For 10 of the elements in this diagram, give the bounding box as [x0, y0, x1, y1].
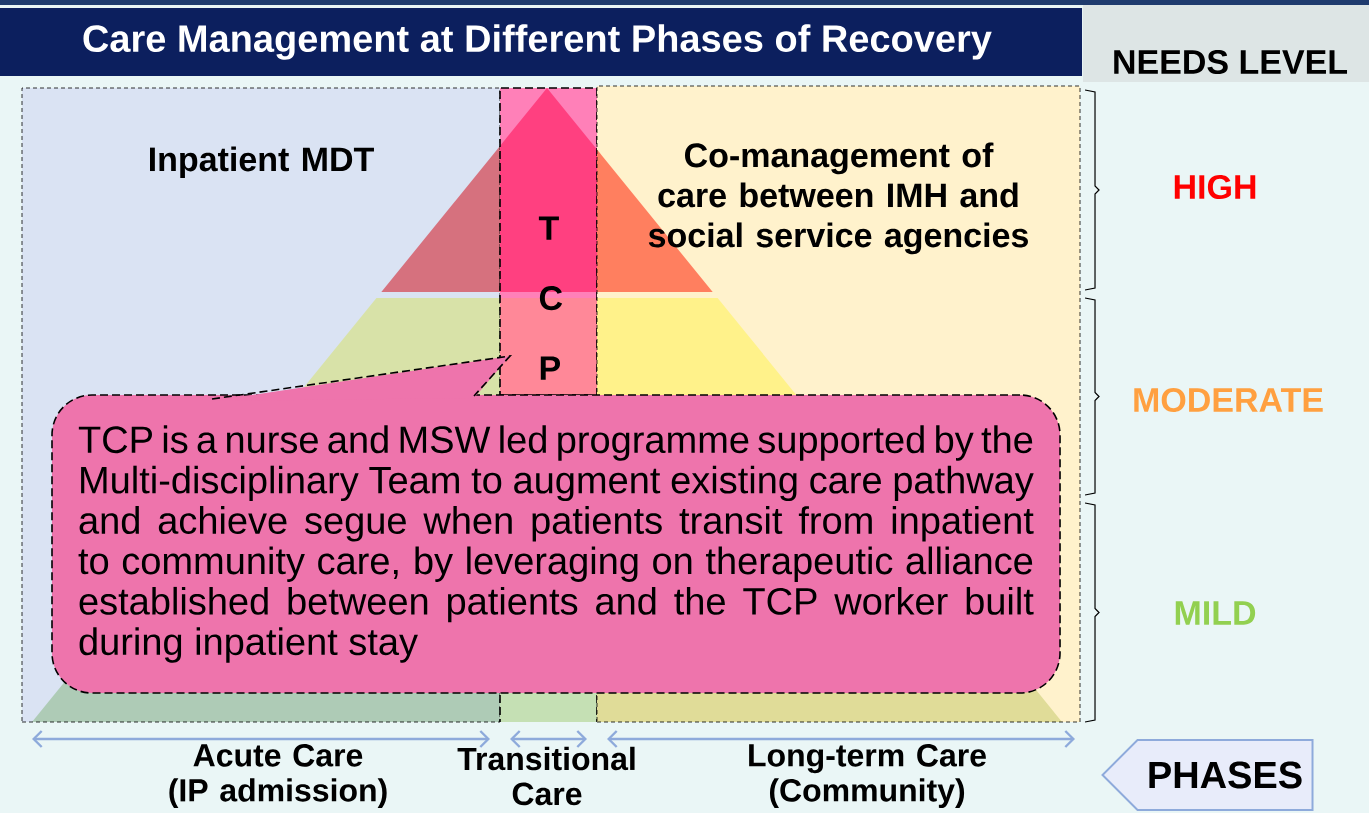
phase-label: Acute Care (IP admission) — [169, 744, 387, 808]
phase-label: Transitional Care — [457, 746, 635, 806]
phase-label: Long-term Care (Community) — [749, 744, 986, 808]
pentagon-sign: PHASES — [1101, 739, 1314, 811]
level-label: MODERATE — [1134, 387, 1323, 413]
axis-title: NEEDS LEVEL — [1114, 49, 1348, 75]
level-label: HIGH — [1174, 174, 1256, 200]
title-banner: Care Management at Different Phases of Recovery — [0, 8, 1082, 76]
level-label: MILD — [1175, 601, 1256, 625]
column-band: T C P — [499, 87, 598, 396]
